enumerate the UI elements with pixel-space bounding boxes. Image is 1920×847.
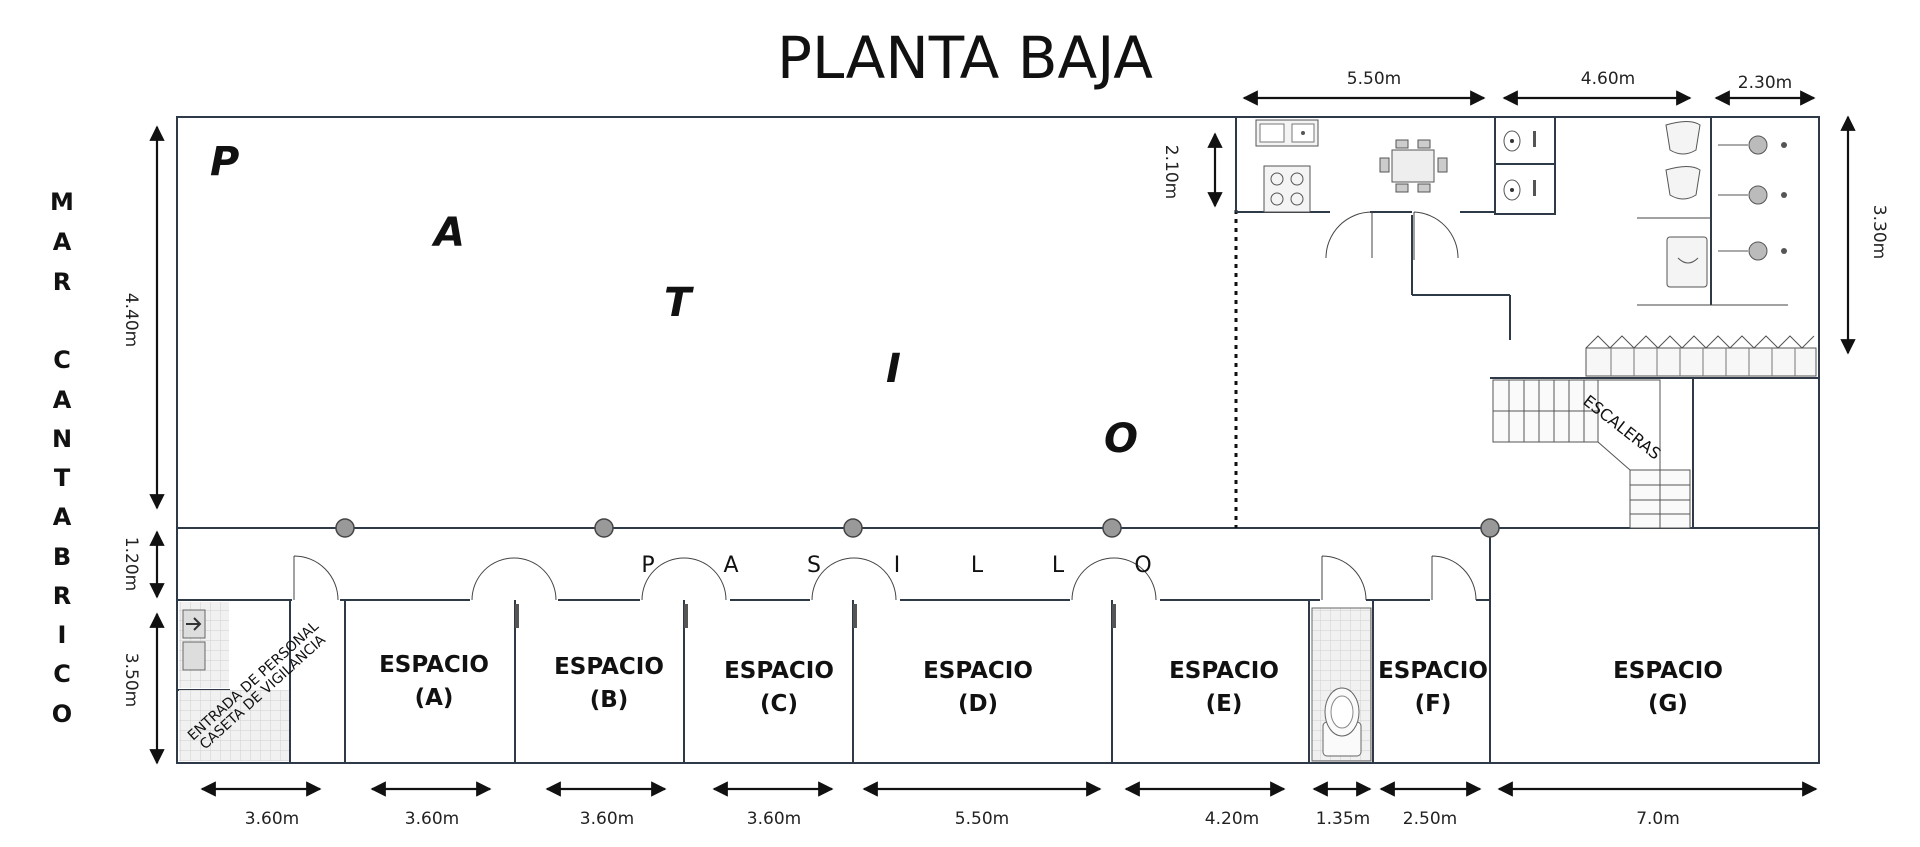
dining-table-icon — [1379, 139, 1448, 193]
dim-label: 5.50m — [955, 809, 1009, 829]
door-swing — [471, 557, 557, 601]
space-code: (D) — [958, 691, 998, 717]
corridor-letter: S — [807, 553, 821, 578]
space-labels: ESPACIO (A) ESPACIO (B) ESPACIO (C) ESPA… — [379, 652, 1723, 717]
space-name: ESPACIO — [554, 654, 664, 680]
left-dimensions: 4.40m 1.20m 3.50m — [121, 125, 165, 765]
sea-letter: A — [53, 386, 72, 414]
space-code: (A) — [415, 685, 454, 711]
sink-icon — [1255, 119, 1319, 147]
bottom-dimensions: 3.60m 3.60m 3.60m 3.60m 5.50m 4.20m 1.35… — [200, 781, 1818, 829]
space-code: (E) — [1206, 691, 1243, 717]
dim-label: 3.60m — [580, 809, 634, 829]
space-name: ESPACIO — [724, 658, 834, 684]
dim-label: 2.30m — [1738, 73, 1792, 93]
door-swing — [811, 557, 897, 601]
sea-letter: A — [53, 228, 72, 256]
space-code: (F) — [1415, 691, 1452, 717]
door-swing — [1321, 555, 1367, 601]
corridor-letter: I — [894, 553, 901, 578]
dim-label: 2.50m — [1403, 809, 1457, 829]
dim-label: 4.60m — [1581, 69, 1635, 89]
sea-letter: R — [53, 582, 71, 610]
dim-label: 5.50m — [1347, 69, 1401, 89]
lockers-row — [1585, 335, 1817, 377]
sea-letter: C — [53, 346, 71, 374]
patio-letter: I — [886, 346, 901, 392]
space-name: ESPACIO — [1169, 658, 1279, 684]
dim-label: 4.40m — [121, 293, 141, 347]
stove-icon — [1263, 165, 1311, 213]
patio-label: P A T I O — [210, 139, 1138, 462]
column — [1480, 518, 1500, 538]
urinal-icon — [1665, 121, 1708, 288]
dim-label: 3.30m — [1869, 205, 1889, 259]
column — [843, 518, 863, 538]
dim-label: 1.35m — [1316, 809, 1370, 829]
dim-label: 3.60m — [747, 809, 801, 829]
sea-letter: B — [53, 543, 71, 571]
outer-wall — [176, 116, 1820, 764]
corridor-letter: L — [1052, 553, 1065, 578]
corridor-letter: O — [1134, 553, 1151, 578]
space-code: (C) — [760, 691, 798, 717]
sea-letter: I — [58, 621, 67, 649]
column — [335, 518, 355, 538]
dim-label: 3.50m — [121, 653, 141, 707]
patio-letter: A — [431, 210, 465, 256]
dim-label: 3.60m — [245, 809, 299, 829]
sea-letter: C — [53, 660, 71, 688]
space-name: ESPACIO — [1378, 658, 1488, 684]
dim-label: 2.10m — [1161, 145, 1181, 199]
space-code: (G) — [1648, 691, 1688, 717]
guard-booth-floor — [179, 690, 289, 761]
door-swing — [293, 555, 339, 601]
sea-letter: N — [52, 425, 72, 453]
sea-letter: O — [52, 700, 72, 728]
sea-letter: T — [54, 464, 71, 492]
dim-label: 1.20m — [121, 537, 141, 591]
dim-label: 4.20m — [1205, 809, 1259, 829]
column — [1102, 518, 1122, 538]
corridor-letter: L — [971, 553, 984, 578]
space-name: ESPACIO — [1613, 658, 1723, 684]
space-code: (B) — [590, 687, 629, 713]
page-title: PLANTA BAJA — [777, 24, 1153, 92]
space-name: ESPACIO — [923, 658, 1033, 684]
corridor-letter: A — [723, 553, 738, 578]
space-name: ESPACIO — [379, 652, 489, 678]
patio-letter: P — [210, 139, 239, 185]
sea-letter: A — [53, 503, 72, 531]
corridor-label: P A S I L L O — [641, 553, 1151, 578]
stairs — [1492, 379, 1691, 529]
door-swing — [1431, 555, 1477, 601]
door-swing — [1325, 211, 1373, 259]
guard-desk-icon — [182, 609, 206, 671]
column — [594, 518, 614, 538]
toilet-icon — [1322, 687, 1362, 757]
shower-icon — [1718, 135, 1787, 261]
corridor-letter: P — [641, 553, 654, 578]
sea-letter: M — [50, 188, 74, 216]
dim-label: 7.0m — [1636, 809, 1680, 829]
dim-label: 3.60m — [405, 809, 459, 829]
columns — [335, 518, 1500, 538]
patio-letter: O — [1104, 416, 1138, 462]
doors — [293, 211, 1477, 601]
sea-label: M A R C A N T A B R I C O — [50, 188, 74, 728]
door-swing — [1413, 211, 1459, 260]
door-swing — [1071, 557, 1157, 601]
toilet-icon — [1503, 130, 1536, 201]
door-swing — [641, 557, 727, 601]
sea-letter: R — [53, 268, 71, 296]
top-dimensions: 5.50m 4.60m 2.30m — [1242, 69, 1816, 106]
patio-letter: T — [664, 280, 694, 326]
